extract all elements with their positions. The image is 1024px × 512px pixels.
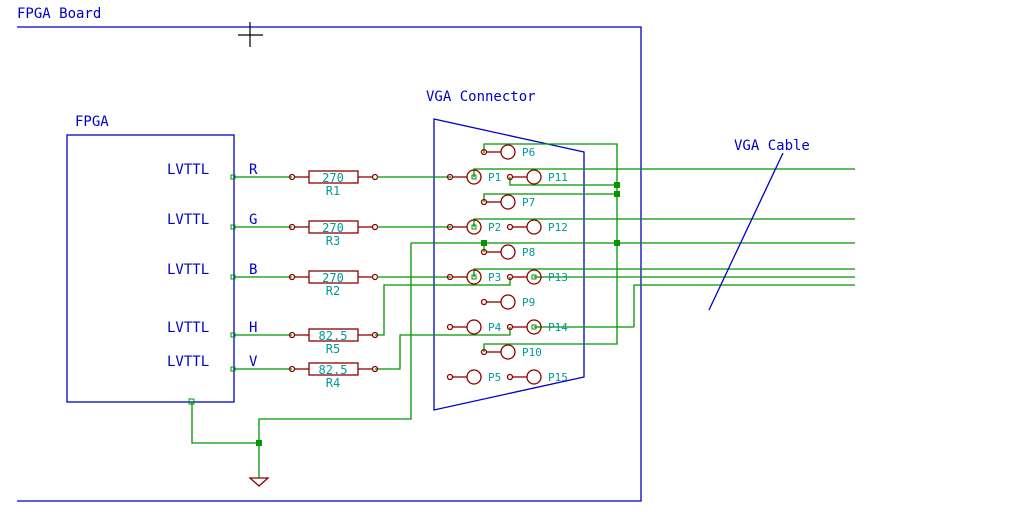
resistor-ref: R2 — [326, 284, 340, 298]
resistor-value: 82.5 — [319, 329, 348, 343]
connector-pin: P12 — [506, 219, 568, 235]
crosshair-cursor-icon — [238, 22, 263, 47]
connector-pin-label: P13 — [548, 271, 568, 284]
connector-pin: P11 — [506, 169, 568, 185]
fpga-io-standard: LVTTL — [167, 162, 209, 178]
connector-pin-label: P11 — [548, 171, 568, 184]
connector-pin: P5 — [446, 369, 501, 385]
fpga-io-standard: LVTTL — [167, 320, 209, 336]
fpga-signal-label: G — [249, 212, 257, 228]
ground-symbol-icon — [248, 477, 270, 487]
connector-pin: P3 — [446, 269, 501, 285]
connector-pin-label: P14 — [548, 321, 568, 334]
fpga-signal-label: V — [249, 354, 258, 370]
fpga-signal-label: B — [249, 262, 257, 278]
board-outline — [17, 26, 642, 502]
vga-connector-title: VGA Connector — [426, 89, 536, 105]
connector-pin-label: P2 — [488, 221, 501, 234]
connector-pin-label: P7 — [522, 196, 535, 209]
junctions — [188, 182, 620, 446]
fpga-signal-label: R — [249, 162, 258, 178]
resistor-value: 82.5 — [319, 363, 348, 377]
wires — [191, 143, 855, 478]
connector-pin-label: P10 — [522, 346, 542, 359]
resistor-ref: R5 — [326, 342, 340, 356]
connector-pin-label: P1 — [488, 171, 501, 184]
connector-pin: P13 — [506, 269, 568, 285]
resistor-ref: R1 — [326, 184, 340, 198]
resistor: 82.5R5 — [288, 328, 379, 356]
connector-pin-label: P4 — [488, 321, 502, 334]
vga-cable-slash — [708, 152, 784, 311]
vga-cable-title: VGA Cable — [734, 138, 810, 154]
connector-pin: P10 — [480, 344, 542, 360]
fpga-title: FPGA — [75, 114, 109, 130]
connector-pin: P14 — [506, 319, 568, 335]
connector-pin-label: P15 — [548, 371, 568, 384]
resistor-value: 270 — [322, 171, 344, 185]
connector-pin-label: P6 — [522, 146, 535, 159]
connector-pin: P7 — [480, 194, 535, 210]
fpga-io-standard: LVTTL — [167, 354, 209, 370]
connector-pin: P4 — [446, 319, 502, 335]
fpga-io-standard: LVTTL — [167, 212, 209, 228]
connector-pin: P2 — [446, 219, 501, 235]
resistor-ref: R3 — [326, 234, 340, 248]
resistor-ref: R4 — [326, 376, 340, 390]
resistor: 82.5R4 — [288, 362, 379, 390]
fpga-block — [66, 134, 235, 403]
connector-pin-label: P8 — [522, 246, 535, 259]
board-title: FPGA Board — [17, 6, 101, 22]
fpga-signal-label: H — [249, 320, 257, 336]
connector-pin-label: P5 — [488, 371, 501, 384]
connector-pin-label: P3 — [488, 271, 501, 284]
connector-pin: P8 — [480, 244, 535, 260]
connector-pin-label: P12 — [548, 221, 568, 234]
connector-pin: P9 — [480, 294, 535, 310]
connector-pin: P6 — [480, 144, 535, 160]
vga-connector-body — [433, 118, 585, 411]
fpga-io-standard: LVTTL — [167, 262, 209, 278]
resistor-value: 270 — [322, 271, 344, 285]
connector-pin: P15 — [506, 369, 568, 385]
resistor-value: 270 — [322, 221, 344, 235]
connector-pin: P1 — [446, 169, 501, 185]
connector-pin-label: P9 — [522, 296, 535, 309]
